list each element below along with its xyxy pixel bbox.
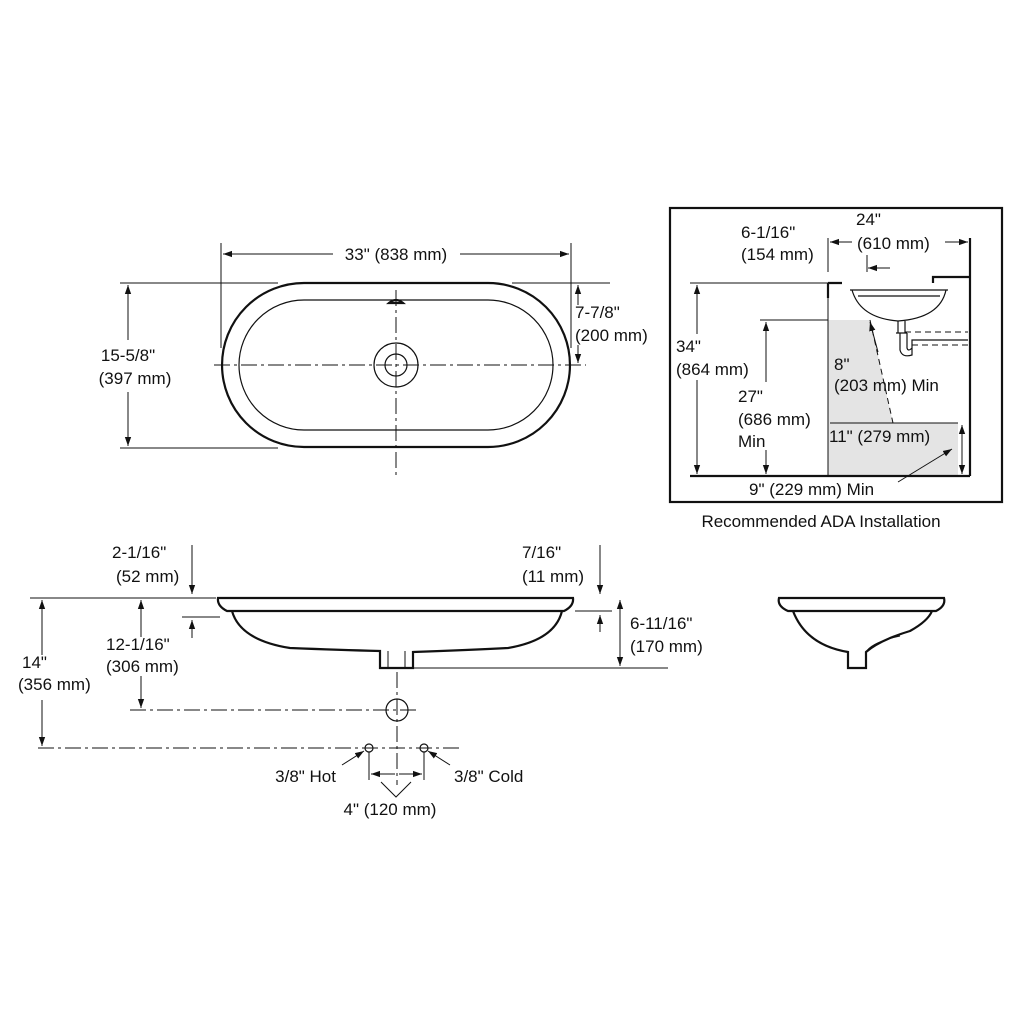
bowl-depth-mm-label: (170 mm) (630, 637, 703, 656)
drain-outer-ring (373, 342, 419, 388)
bowl-depth-label: 6-11/16" (630, 614, 692, 633)
hot-supply-label: 3/8" Hot (275, 767, 336, 786)
counter-height-label: 34" (676, 337, 701, 356)
half-width-mm-label: (200 mm) (575, 326, 648, 345)
overall-width-label: 15-5/8" (101, 346, 155, 365)
overflow-slot (386, 298, 406, 305)
basin-outer-rim (220, 281, 572, 449)
counter-depth-label: 24" (856, 210, 881, 229)
rim-height-mm-label: (52 mm) (116, 567, 179, 586)
side-bowl (791, 610, 934, 670)
knee-depth-mm-label: (203 mm) Min (834, 376, 939, 395)
overall-length-label: 33" (838 mm) (345, 245, 447, 264)
supply-height-mm-label: (356 mm) (18, 675, 91, 694)
overall-width-mm-label: (397 mm) (99, 369, 172, 388)
basin-inner-bowl (238, 299, 554, 431)
drain-height-mm-label: (306 mm) (106, 657, 179, 676)
ada-installation-inset: 6-1/16" (154 mm) 24" (610 mm) 34" (864 m… (668, 206, 1004, 504)
drain-inner-ring (384, 353, 408, 377)
ada-caption: Recommended ADA Installation (701, 512, 940, 531)
counter-height-mm-label: (864 mm) (676, 360, 749, 379)
knee-height-mm-label: (686 mm) (738, 410, 811, 429)
supply-spacing-label: 4" (120 mm) (344, 800, 437, 819)
wall-offset-mm-label: (154 mm) (741, 245, 814, 264)
toe-depth-label: 9" (229 mm) Min (749, 480, 874, 499)
front-rim (216, 596, 575, 613)
counter-depth-mm-label: (610 mm) (857, 234, 930, 253)
drain-outlet (385, 698, 409, 722)
knee-clearance-area (828, 320, 958, 475)
drain-height-label: 12-1/16" (106, 635, 170, 654)
p-trap (896, 321, 968, 357)
knee-height-min-label: Min (738, 432, 765, 451)
front-view: 2-1/16" (52 mm) 7/16" (11 mm) 6-11/16" (… (18, 543, 703, 819)
side-view (777, 596, 946, 670)
supply-height-label: 14" (22, 653, 47, 672)
toe-height-label: 11" (279 mm) (829, 427, 930, 446)
wall-offset-label: 6-1/16" (741, 223, 795, 242)
half-width-label: 7-7/8" (575, 303, 620, 322)
side-rim (777, 596, 946, 613)
rim-thickness-mm-label: (11 mm) (522, 567, 584, 586)
top-view: 33" (838 mm) 15-5/8" (397 mm) 7-7/8" (20… (99, 243, 648, 476)
rim-height-label: 2-1/16" (112, 543, 166, 562)
ada-sink-bowl (850, 289, 948, 322)
knee-depth-label: 8" (834, 355, 850, 374)
knee-height-label: 27" (738, 387, 763, 406)
rim-thickness-label: 7/16" (522, 543, 561, 562)
front-bowl (230, 610, 564, 670)
cold-supply-label: 3/8" Cold (454, 767, 523, 786)
ada-frame (668, 206, 1004, 504)
